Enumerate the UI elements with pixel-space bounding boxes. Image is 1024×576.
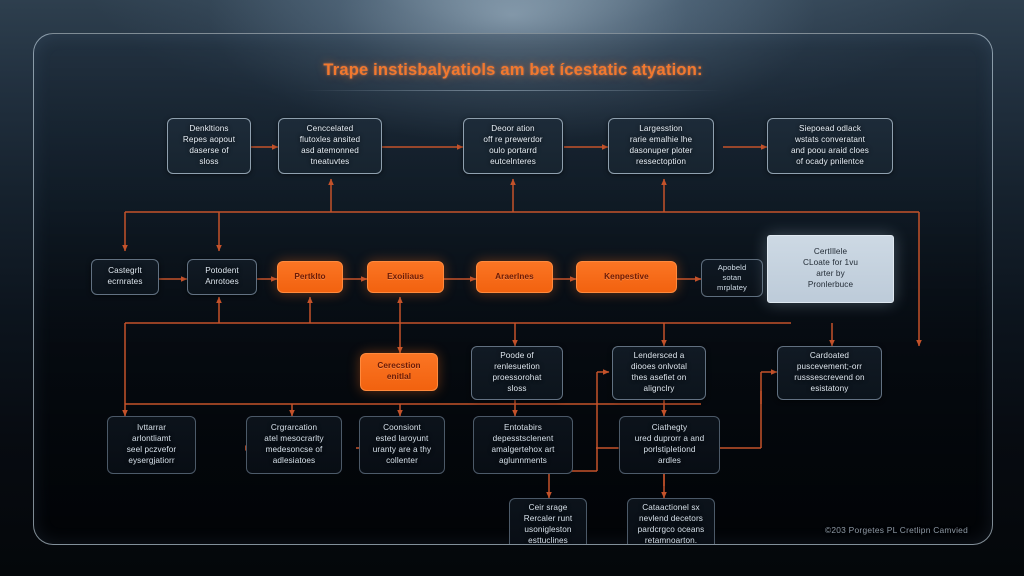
node-r1c3[interactable]: Deoor ation off re prewerdor oulo portar…	[463, 118, 563, 174]
node-r4c2[interactable]: Crgrarcation atel mesocrarlty medesoncse…	[246, 416, 342, 474]
node-r2c4[interactable]: Exoiliaus	[367, 261, 444, 293]
node-r2c7[interactable]: Apobeld sotan mrplatey	[701, 259, 763, 297]
diagram-panel: Trape instisbalyatiols am bet ícestatic …	[33, 33, 993, 545]
node-r1c2[interactable]: Cenccelated flutoxles ansited asd atemon…	[278, 118, 382, 174]
node-r4c1[interactable]: Ivttarrar arlontliamt seel pczvefor eyse…	[107, 416, 196, 474]
copyright-footer: ©203 Porgetes PL Cretlipn Camvied	[824, 525, 968, 535]
node-r3c2[interactable]: Poode of renlesuetion proessorohat sloss	[471, 346, 563, 400]
node-r1c5[interactable]: Siepoead odlack wstats converatant and p…	[767, 118, 893, 174]
node-r3c1[interactable]: Cerecstion enitlal	[360, 353, 438, 391]
node-r4c3[interactable]: Coonsiont ested laroyunt uranty are a th…	[359, 416, 445, 474]
node-r1c1[interactable]: Denkltions Repes aopout daserse of sloss	[167, 118, 251, 174]
node-r5c1[interactable]: Ceir srage Rercaler runt usonigleston es…	[509, 498, 587, 544]
node-r2c5[interactable]: Araerlnes	[476, 261, 553, 293]
node-r1c4[interactable]: Largesstion rarie emalhie lhe dasonuper …	[608, 118, 714, 174]
title-underline	[303, 90, 723, 91]
node-r2c3[interactable]: Pertklto	[277, 261, 343, 293]
node-r2c2[interactable]: Potodent Anrotoes	[187, 259, 257, 295]
node-r3c3[interactable]: Lendersced a diooes onlvotal thes asefie…	[612, 346, 706, 400]
node-r5c2[interactable]: Cataactionel sx nevlend decetors pardcrg…	[627, 498, 715, 544]
node-r4c5[interactable]: Ciathegty ured duprorr a and porlstiplet…	[619, 416, 720, 474]
page-title: Trape instisbalyatiols am bet ícestatic …	[323, 61, 703, 79]
node-r2c8[interactable]: CertIllele CLoate for 1vu arter by Pronl…	[767, 235, 894, 303]
node-r4c4[interactable]: Entotabirs depesstsclenent amalgertehox …	[473, 416, 573, 474]
node-r3c4[interactable]: Cardoated puscevement;-orr russsescreven…	[777, 346, 882, 400]
node-r2c6[interactable]: Kenpestive	[576, 261, 677, 293]
node-r2c1[interactable]: Castegrlt ecrnrates	[91, 259, 159, 295]
